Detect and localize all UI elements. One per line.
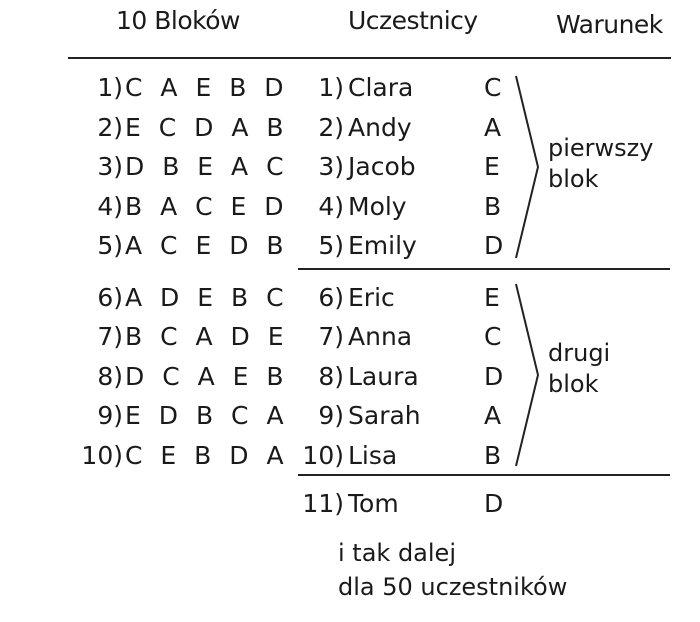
block-row: 7)B C A D E <box>76 317 283 357</box>
block-row: 10)C E B D A <box>76 436 283 476</box>
group-bracket-second <box>515 283 540 467</box>
participant-row: 2)Andy A <box>298 108 518 148</box>
participant-number: 2) <box>318 112 344 142</box>
participant-name: Laura <box>348 361 419 391</box>
participant-number: 1) <box>318 73 344 102</box>
participant-number: 5) <box>318 231 344 260</box>
block-number: 1) <box>97 73 123 102</box>
participant-name: Jacob <box>348 152 416 181</box>
block-sequence: E D B C A <box>125 401 289 430</box>
participant-number: 7) <box>318 322 344 351</box>
group-label-first: pierwszy blok <box>548 133 653 195</box>
participant-condition: B <box>484 191 502 221</box>
participant-row: 11)Tom D <box>298 484 518 524</box>
participant-number: 11) <box>302 489 344 518</box>
block-sequence: B C A D E <box>125 322 289 351</box>
block-number: 2) <box>97 112 123 142</box>
block-sequence: D C A E B <box>125 361 289 391</box>
participant-name: Sarah <box>348 401 421 430</box>
block-number: 6) <box>97 282 123 312</box>
block-row: 2)E C D A B <box>76 108 283 148</box>
participant-number: 10) <box>302 440 344 470</box>
block-number: 10) <box>81 440 123 470</box>
participant-number: 9) <box>318 401 344 430</box>
group-label-line: drugi <box>548 339 611 367</box>
block-sequence: A C E D B <box>125 231 289 260</box>
participant-condition: B <box>484 440 502 470</box>
participant-condition: D <box>484 231 504 260</box>
participant-name: Tom <box>348 489 399 518</box>
block-row: 3)D B E A C <box>76 147 283 187</box>
group-label-line: blok <box>548 165 599 193</box>
participant-row: 8)Laura D <box>298 357 518 397</box>
participant-row: 3)Jacob E <box>298 147 518 187</box>
block-row: 5)A C E D B <box>76 226 283 266</box>
note-line: i tak dalej <box>338 539 456 567</box>
participant-row: 1)Clara C <box>298 68 518 108</box>
participant-row: 5)Emily D <box>298 226 518 266</box>
block-sequence: C A E B D <box>125 73 289 102</box>
participant-number: 6) <box>318 282 344 312</box>
block-sequence: D B E A C <box>125 152 289 181</box>
block-number: 9) <box>97 401 123 430</box>
group-divider-rule <box>298 268 670 270</box>
header-condition: Warunek <box>556 10 663 39</box>
participant-row: 6)Eric E <box>298 278 518 318</box>
participant-row: 10)Lisa B <box>298 436 518 476</box>
participant-condition: A <box>484 401 502 430</box>
block-number: 8) <box>97 361 123 391</box>
group-gap <box>76 266 256 278</box>
header-participants: Uczestnicy <box>348 6 478 35</box>
block-number: 4) <box>97 191 123 221</box>
block-sequence: E C D A B <box>125 112 289 142</box>
participant-row: 9)Sarah A <box>298 396 518 436</box>
participant-condition: A <box>484 112 502 142</box>
block-number: 3) <box>97 152 123 181</box>
group-label-line: pierwszy <box>548 134 654 162</box>
block-sequence: A D E B C <box>125 282 289 312</box>
participant-name: Emily <box>348 231 417 260</box>
continuation-note: i tak dalej dla 50 uczestników <box>338 536 567 604</box>
block-row: 9)E D B C A <box>76 396 283 436</box>
block-sequence: B A C E D <box>125 191 289 221</box>
participant-condition: C <box>484 322 502 351</box>
block-row: 1)C A E B D <box>76 68 283 108</box>
participant-number: 8) <box>318 361 344 391</box>
block-row: 8)D C A E B <box>76 357 283 397</box>
bottom-rule <box>298 474 670 476</box>
participant-name: Anna <box>348 322 413 351</box>
participant-name: Andy <box>348 112 412 142</box>
header-rule <box>68 57 671 59</box>
participant-condition: C <box>484 73 502 102</box>
blocks-column: 1)C A E B D 2)E C D A B 3)D B E A C 4)B … <box>76 68 283 476</box>
participant-condition: D <box>484 361 504 391</box>
block-number: 7) <box>97 322 123 351</box>
participant-condition: E <box>484 282 500 312</box>
block-sequence: C E B D A <box>125 440 289 470</box>
group-label-second: drugi blok <box>548 338 610 400</box>
participant-name: Moly <box>348 191 407 221</box>
participant-condition: E <box>484 152 500 181</box>
group-gap <box>298 266 518 278</box>
participant-row: 7)Anna C <box>298 317 518 357</box>
participant-number: 4) <box>318 191 344 221</box>
block-row: 4)B A C E D <box>76 187 283 227</box>
participant-row: 4)Moly B <box>298 187 518 227</box>
participant-number: 3) <box>318 152 344 181</box>
participant-name: Lisa <box>348 440 398 470</box>
participant-condition: D <box>484 489 504 518</box>
block-number: 5) <box>97 231 123 260</box>
participant-name: Clara <box>348 73 414 102</box>
header-blocks: 10 Bloków <box>116 6 240 35</box>
group-bracket-first <box>515 75 540 259</box>
block-row: 6)A D E B C <box>76 278 283 318</box>
note-line: dla 50 uczestników <box>338 573 568 601</box>
group-label-line: blok <box>548 370 599 398</box>
participant-name: Eric <box>348 282 395 312</box>
